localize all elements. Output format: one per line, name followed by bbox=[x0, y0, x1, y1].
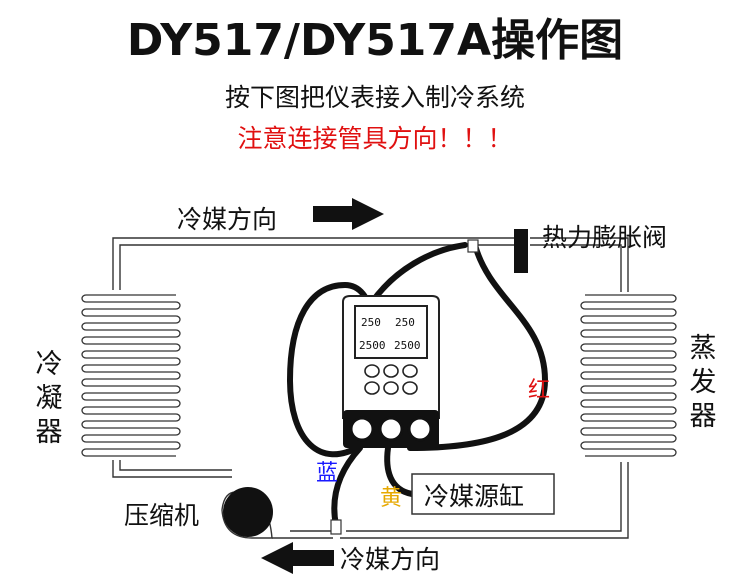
hoses bbox=[286, 242, 549, 528]
lcd-right-top: 250 bbox=[395, 316, 415, 329]
lcd-right-bottom: 2500 bbox=[394, 339, 421, 352]
evaporator-coil bbox=[580, 294, 677, 457]
lcd-left-top: 250 bbox=[361, 316, 381, 329]
page-title: DY517/DY517A操作图 bbox=[126, 15, 624, 66]
subtitle: 按下图把仪表接入制冷系统 bbox=[224, 83, 525, 112]
hose-red-label: 红 bbox=[528, 378, 551, 403]
gauge-buttons bbox=[364, 364, 418, 395]
refrigerant-tank-label: 冷媒源缸 bbox=[424, 482, 525, 511]
refrigerant-pipe bbox=[112, 237, 629, 539]
flow-direction-bottom-label: 冷媒方向 bbox=[340, 545, 441, 574]
flow-arrow-left-icon bbox=[261, 542, 334, 574]
flow-direction-top-label: 冷媒方向 bbox=[177, 205, 278, 234]
compressor-icon bbox=[221, 487, 273, 539]
expansion-valve bbox=[514, 229, 528, 273]
condenser-label: 冷凝器 bbox=[35, 349, 63, 448]
refrigerant-tank-box bbox=[411, 473, 555, 515]
warning-text: 注意连接管具方向！！！ bbox=[237, 124, 513, 153]
manifold-gauge: 250 250 2500 2500 bbox=[342, 295, 440, 448]
evaporator-label: 蒸发器 bbox=[689, 333, 717, 432]
lcd-left-bottom: 2500 bbox=[359, 339, 386, 352]
hose-yellow-label: 黄 bbox=[380, 486, 403, 511]
compressor-label: 压缩机 bbox=[124, 501, 200, 530]
expansion-valve-label: 热力膨胀阀 bbox=[542, 223, 668, 252]
hose-blue-label: 蓝 bbox=[316, 461, 339, 486]
flow-arrow-right-icon bbox=[313, 198, 384, 230]
condenser-coil bbox=[81, 290, 181, 460]
